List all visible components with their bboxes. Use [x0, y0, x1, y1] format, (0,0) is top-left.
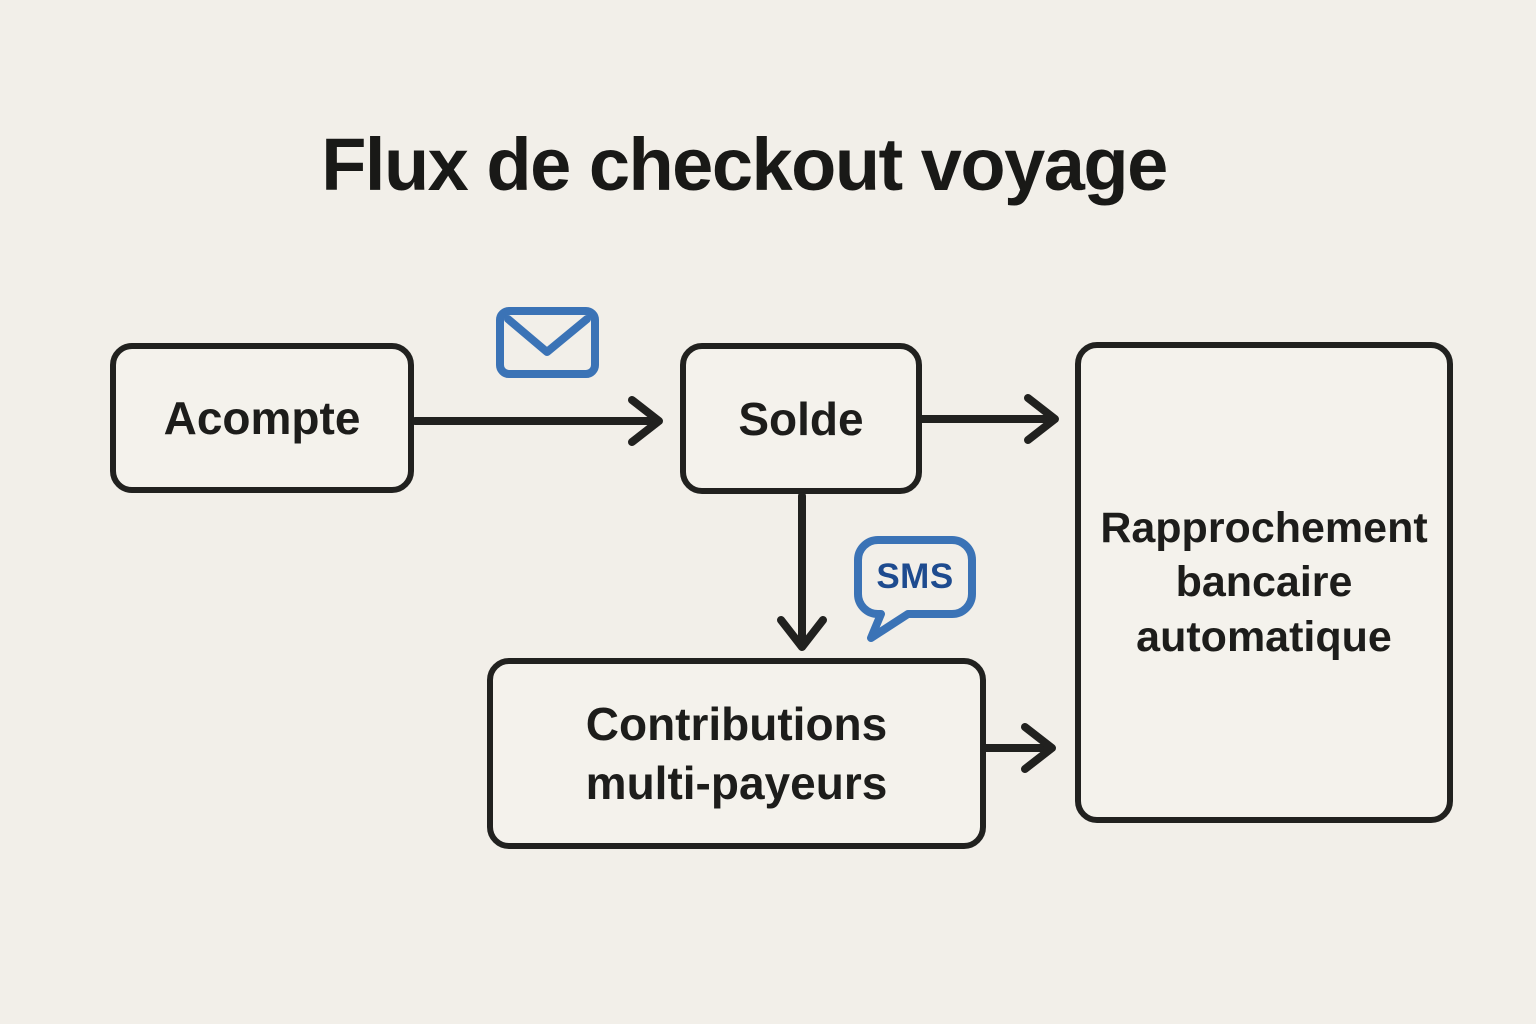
node-solde-label: Solde — [738, 392, 864, 445]
node-contributions: Contributions multi-payeurs — [487, 658, 986, 849]
sms-icon-label: SMS — [876, 556, 954, 596]
node-solde: Solde — [680, 343, 922, 494]
node-contributions-label: Contributions multi-payeurs — [585, 697, 888, 809]
node-acompte-label: Acompte — [163, 392, 361, 444]
arrow-acompte-to-solde — [411, 396, 663, 446]
arrow-solde-to-contributions — [777, 492, 827, 651]
diagram-title: Flux de checkout voyage — [321, 123, 1168, 206]
node-rapprochement-label: Rapprochement bancaire automatique — [1100, 503, 1428, 661]
node-rapprochement: Rapprochement bancaire automatique — [1075, 342, 1453, 823]
arrow-contributions-to-rapprochement — [982, 723, 1056, 773]
node-acompte: Acompte — [110, 343, 414, 493]
email-icon — [496, 307, 599, 378]
arrow-solde-to-rapprochement — [918, 394, 1059, 444]
